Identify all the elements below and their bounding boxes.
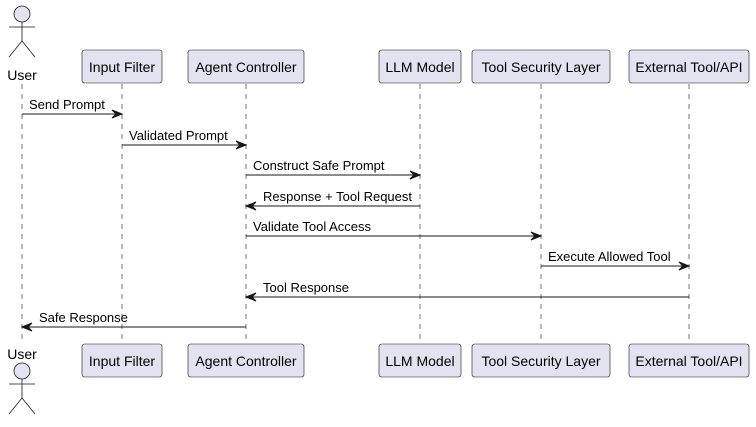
arrowhead-icon [20, 322, 33, 332]
participant-label: Tool Security Layer [481, 353, 600, 369]
participant-label: External Tool/API [635, 353, 742, 369]
participant-box [471, 49, 611, 84]
actor-figure-icon [8, 22, 36, 58]
participant-label: External Tool/API [635, 59, 742, 75]
arrowhead-icon [244, 292, 257, 302]
actor-figure-icon [8, 379, 36, 415]
participant-box [378, 49, 462, 84]
message-label: Validate Tool Access [253, 219, 372, 234]
message-label: Send Prompt [29, 97, 105, 112]
participant-label: LLM Model [385, 59, 454, 75]
message-label: Tool Response [263, 280, 349, 295]
message-label: Execute Allowed Tool [548, 249, 671, 264]
arrowhead-icon [530, 231, 543, 241]
participant-label: Agent Controller [195, 353, 297, 369]
participant-box [187, 49, 305, 84]
message-7: Tool Response [244, 280, 689, 302]
participant-box [628, 343, 750, 378]
participant-llm-model-bottom: LLM Model [378, 343, 462, 378]
participant-label: Input Filter [89, 353, 155, 369]
message-4: Response + Tool Request [244, 189, 420, 211]
participant-llm-model-top: LLM Model [378, 49, 462, 84]
participant-box [378, 343, 462, 378]
message-1: Send Prompt [22, 97, 124, 119]
message-label: Response + Tool Request [263, 189, 412, 204]
participant-box [187, 343, 305, 378]
arrowhead-icon [678, 261, 691, 271]
actor-user-bottom [8, 362, 36, 415]
actor-head-icon [13, 362, 31, 380]
message-label: Construct Safe Prompt [253, 158, 385, 173]
participant-external-tool-api-top: External Tool/API [628, 49, 750, 84]
participant-agent-controller-top: Agent Controller [187, 49, 305, 84]
participant-label: Agent Controller [195, 59, 297, 75]
actor-user-top [8, 5, 36, 58]
participant-label: LLM Model [385, 353, 454, 369]
actor-head-icon [13, 5, 31, 23]
participant-box [81, 343, 163, 378]
message-8: Safe Response [20, 310, 246, 332]
participant-tool-security-layer-bottom: Tool Security Layer [471, 343, 611, 378]
message-label: Validated Prompt [129, 128, 228, 143]
participant-external-tool-api-bottom: External Tool/API [628, 343, 750, 378]
arrowhead-icon [235, 140, 248, 150]
arrowhead-icon [409, 170, 422, 180]
participant-box [471, 343, 611, 378]
participant-box [628, 49, 750, 84]
actor-label-bottom: User [7, 346, 37, 362]
message-3: Construct Safe Prompt [246, 158, 422, 180]
participant-input-filter-top: Input Filter [81, 49, 163, 84]
message-6: Execute Allowed Tool [541, 249, 691, 271]
participant-box [81, 49, 163, 84]
participant-input-filter-bottom: Input Filter [81, 343, 163, 378]
message-label: Safe Response [39, 310, 128, 325]
message-2: Validated Prompt [122, 128, 248, 150]
arrowhead-icon [244, 201, 257, 211]
participant-label: Input Filter [89, 59, 155, 75]
participant-agent-controller-bottom: Agent Controller [187, 343, 305, 378]
participant-tool-security-layer-top: Tool Security Layer [471, 49, 611, 84]
participant-label: Tool Security Layer [481, 59, 600, 75]
actor-label-top: User [7, 67, 37, 83]
arrowhead-icon [111, 109, 124, 119]
message-5: Validate Tool Access [246, 219, 543, 241]
